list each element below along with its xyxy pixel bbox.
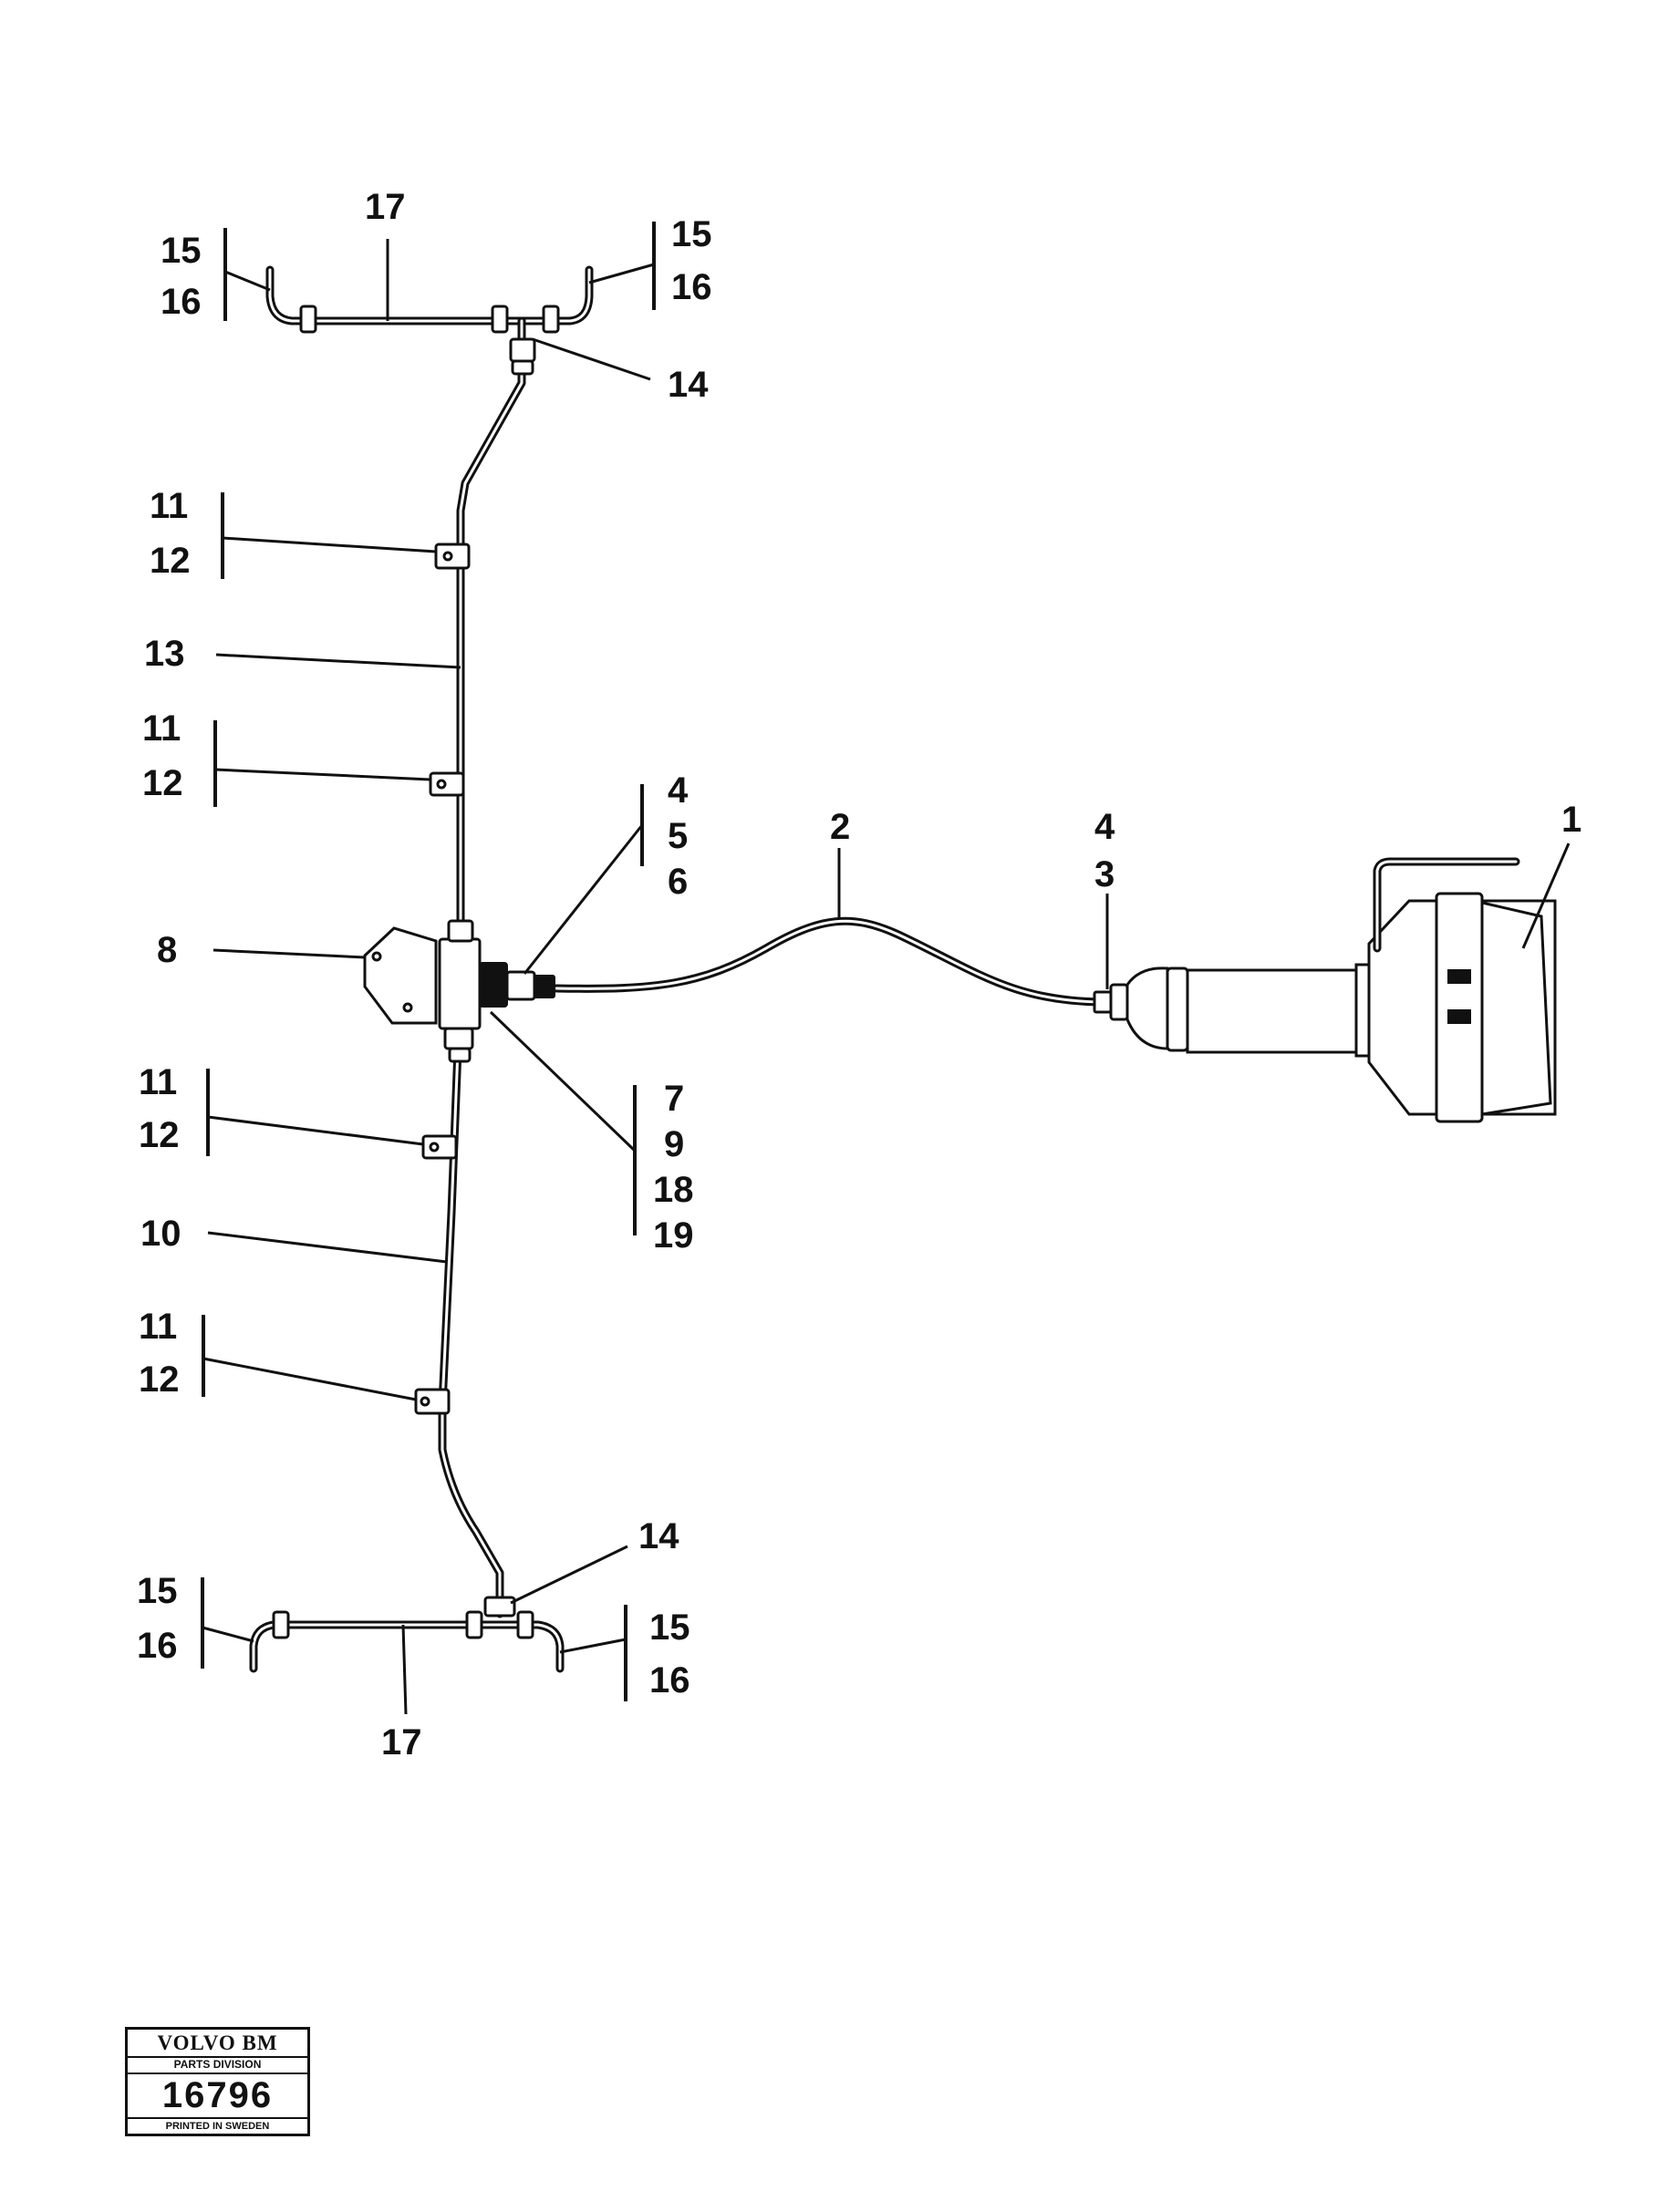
brake-valve — [363, 919, 555, 1063]
callout-16-bottom-left: 16 — [137, 1626, 178, 1666]
callout-2: 2 — [830, 807, 850, 847]
callout-15-top-right: 15 — [671, 214, 712, 254]
callout-1: 1 — [1561, 800, 1581, 840]
callout-9: 9 — [664, 1124, 684, 1164]
callout-6: 6 — [668, 862, 688, 902]
callout-3: 3 — [1094, 854, 1115, 894]
callout-15-top-left: 15 — [161, 231, 202, 271]
upper-fittings — [299, 305, 560, 376]
callout-11-d: 11 — [139, 1307, 177, 1347]
callout-19: 19 — [653, 1215, 694, 1256]
callout-15-bottom-left: 15 — [137, 1571, 178, 1611]
callout-18: 18 — [653, 1170, 694, 1210]
callout-5: 5 — [668, 816, 688, 856]
callout-12-c: 12 — [139, 1115, 180, 1155]
parts-division-stamp: VOLVO BM PARTS DIVISION 16796 PRINTED IN… — [125, 2027, 310, 2136]
callout-7: 7 — [664, 1079, 684, 1119]
stamp-brand: VOLVO BM — [157, 2031, 278, 2054]
callout-4-booster: 4 — [1094, 807, 1115, 847]
callout-4-valve: 4 — [668, 770, 689, 811]
stamp-division: PARTS DIVISION — [128, 2056, 307, 2074]
callout-12-d: 12 — [139, 1359, 180, 1400]
pipe-clamps — [414, 543, 471, 1415]
callout-16-top-left: 16 — [161, 282, 202, 322]
leader-lines — [201, 222, 1571, 1715]
callout-16-top-right: 16 — [671, 267, 712, 307]
callout-8: 8 — [157, 930, 177, 970]
callout-14-bottom: 14 — [638, 1516, 679, 1556]
callout-labels: 17 15 16 15 16 14 11 12 13 11 12 4 5 6 8… — [137, 187, 1581, 1762]
callout-17-top: 17 — [365, 187, 406, 227]
callout-10: 10 — [140, 1214, 181, 1254]
stamp-number: 16796 — [161, 2075, 274, 2115]
callout-11-a: 11 — [150, 486, 188, 526]
lower-fittings — [272, 1596, 534, 1639]
callout-11-b: 11 — [142, 708, 181, 749]
stamp-printed: PRINTED IN SWEDEN — [128, 2117, 307, 2134]
callout-14-top: 14 — [668, 365, 709, 405]
callout-17-bottom: 17 — [381, 1722, 422, 1762]
callout-11-c: 11 — [139, 1062, 177, 1102]
brake-booster — [1093, 857, 1557, 1123]
callout-12-b: 12 — [142, 763, 183, 803]
callout-13: 13 — [144, 634, 185, 674]
callout-12-a: 12 — [150, 541, 191, 581]
callout-15-bottom-right: 15 — [649, 1607, 690, 1648]
callout-16-bottom-right: 16 — [649, 1660, 690, 1700]
